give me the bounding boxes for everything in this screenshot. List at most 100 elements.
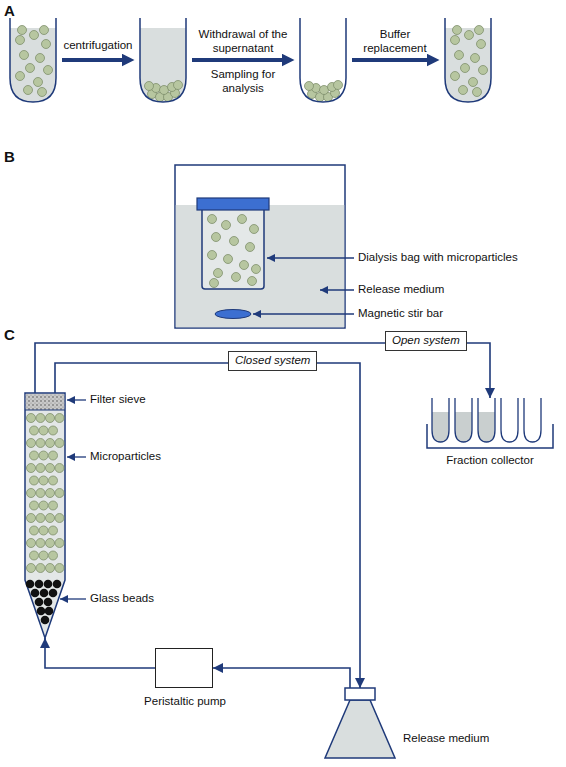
node-text: Microparticles bbox=[90, 450, 161, 464]
release-flask: Release medium bbox=[325, 688, 395, 758]
step-label: centrifugation bbox=[56, 39, 140, 53]
collection-tube bbox=[524, 398, 541, 442]
microparticle bbox=[477, 40, 486, 49]
microparticle bbox=[18, 26, 27, 35]
microparticle bbox=[38, 88, 47, 97]
process-arrow bbox=[352, 58, 433, 62]
microparticle bbox=[451, 72, 460, 81]
node-text: Fraction collector bbox=[420, 454, 560, 468]
centrifuge-tube bbox=[10, 18, 56, 102]
microparticle bbox=[55, 489, 64, 498]
glass-bead bbox=[31, 589, 40, 598]
column bbox=[25, 393, 65, 638]
microparticle bbox=[40, 26, 49, 35]
microparticle bbox=[222, 221, 231, 230]
microparticle bbox=[36, 414, 45, 423]
panel-b-art bbox=[175, 165, 354, 328]
microparticle bbox=[27, 539, 36, 548]
microparticle bbox=[46, 489, 55, 498]
microparticle bbox=[27, 464, 36, 473]
microparticle bbox=[26, 64, 35, 73]
filter-sieve bbox=[26, 394, 65, 410]
microparticle bbox=[55, 464, 64, 473]
microparticle bbox=[36, 439, 45, 448]
bag-clip bbox=[197, 198, 269, 210]
system-tag: Open system bbox=[385, 331, 467, 351]
microparticle bbox=[55, 439, 64, 448]
microparticle bbox=[55, 564, 64, 573]
microparticle bbox=[459, 86, 468, 95]
flow-line bbox=[45, 638, 155, 668]
microparticle bbox=[36, 539, 45, 548]
collector-rack bbox=[427, 424, 553, 448]
microparticle bbox=[39, 501, 48, 510]
column-cell: Filter sieveMicroparticlesGlass beads bbox=[25, 393, 65, 638]
microparticle bbox=[42, 40, 51, 49]
flow-line bbox=[35, 343, 490, 398]
flask-stopper bbox=[345, 688, 375, 700]
microparticle bbox=[453, 26, 462, 35]
panel-letter: A bbox=[4, 2, 15, 20]
process-arrow bbox=[192, 58, 288, 62]
microparticle bbox=[27, 414, 36, 423]
microparticle bbox=[479, 66, 488, 75]
microparticle bbox=[246, 243, 255, 252]
glass-bead bbox=[26, 580, 35, 589]
microparticle bbox=[210, 279, 219, 288]
process-arrow bbox=[62, 58, 128, 62]
centrifuge-tube bbox=[300, 18, 346, 102]
microparticle bbox=[49, 476, 58, 485]
microparticle bbox=[36, 489, 45, 498]
glass-bead bbox=[44, 580, 53, 589]
microparticle bbox=[305, 82, 314, 91]
glass-bead bbox=[35, 598, 44, 607]
microparticle bbox=[174, 81, 183, 90]
microparticle bbox=[49, 551, 58, 560]
microparticle bbox=[44, 66, 53, 75]
panel-a-art bbox=[10, 18, 491, 102]
microparticle bbox=[36, 514, 45, 523]
microparticle bbox=[46, 464, 55, 473]
system-tag: Closed system bbox=[228, 351, 317, 371]
flow-line bbox=[213, 668, 350, 688]
microparticle bbox=[55, 414, 64, 423]
glass-bead bbox=[44, 598, 53, 607]
glass-bead bbox=[35, 580, 44, 589]
microparticle bbox=[30, 426, 39, 435]
microparticle bbox=[27, 489, 36, 498]
microparticle bbox=[240, 261, 249, 270]
node-text: Peristaltic pump bbox=[116, 695, 254, 709]
microparticle bbox=[39, 526, 48, 535]
microparticle bbox=[30, 551, 39, 560]
microparticle bbox=[471, 54, 480, 63]
collection-tube bbox=[455, 398, 472, 442]
microparticle bbox=[455, 51, 464, 60]
microparticle bbox=[230, 237, 239, 246]
microparticle bbox=[232, 273, 241, 282]
microparticle bbox=[49, 501, 58, 510]
node-text: Closed system bbox=[235, 354, 310, 368]
microparticle bbox=[30, 526, 39, 535]
microparticle bbox=[49, 426, 58, 435]
glass-bead bbox=[53, 580, 62, 589]
microparticle bbox=[145, 82, 154, 91]
glass-bead bbox=[49, 589, 58, 598]
microparticle bbox=[36, 54, 45, 63]
glass-bead bbox=[40, 589, 49, 598]
microparticle bbox=[208, 251, 217, 260]
step-label: Sampling for analysis bbox=[191, 68, 295, 96]
node-text: Open system bbox=[392, 334, 460, 348]
microparticle bbox=[461, 64, 470, 73]
microparticle bbox=[252, 265, 261, 274]
panel-c-art bbox=[25, 393, 553, 758]
centrifuge-tube bbox=[445, 18, 491, 102]
microparticle bbox=[24, 86, 33, 95]
microparticle bbox=[212, 233, 221, 242]
microparticle bbox=[46, 514, 55, 523]
microparticle bbox=[39, 476, 48, 485]
microparticle bbox=[30, 501, 39, 510]
microparticle bbox=[30, 476, 39, 485]
microparticle bbox=[250, 225, 259, 234]
microparticle bbox=[55, 514, 64, 523]
